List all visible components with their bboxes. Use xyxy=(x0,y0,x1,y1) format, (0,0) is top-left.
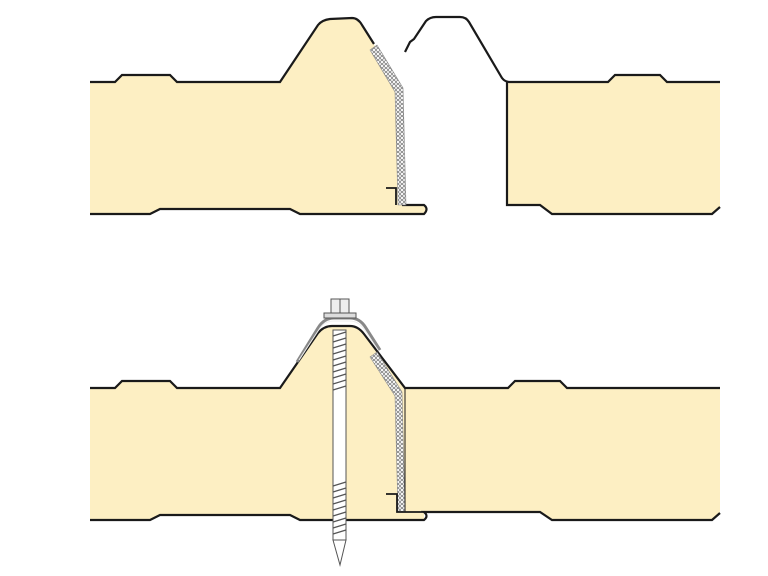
right-panel xyxy=(507,75,720,214)
assembled-joint-view xyxy=(90,298,721,567)
self-tapping-screw xyxy=(323,298,357,567)
tongue-hook xyxy=(386,493,424,513)
washer xyxy=(323,312,357,319)
separated-joint-view xyxy=(90,15,721,216)
right-panel-cap-sheet xyxy=(404,15,720,84)
seal-strip xyxy=(369,44,407,206)
left-panel xyxy=(90,18,427,214)
tongue-hook xyxy=(386,187,397,205)
